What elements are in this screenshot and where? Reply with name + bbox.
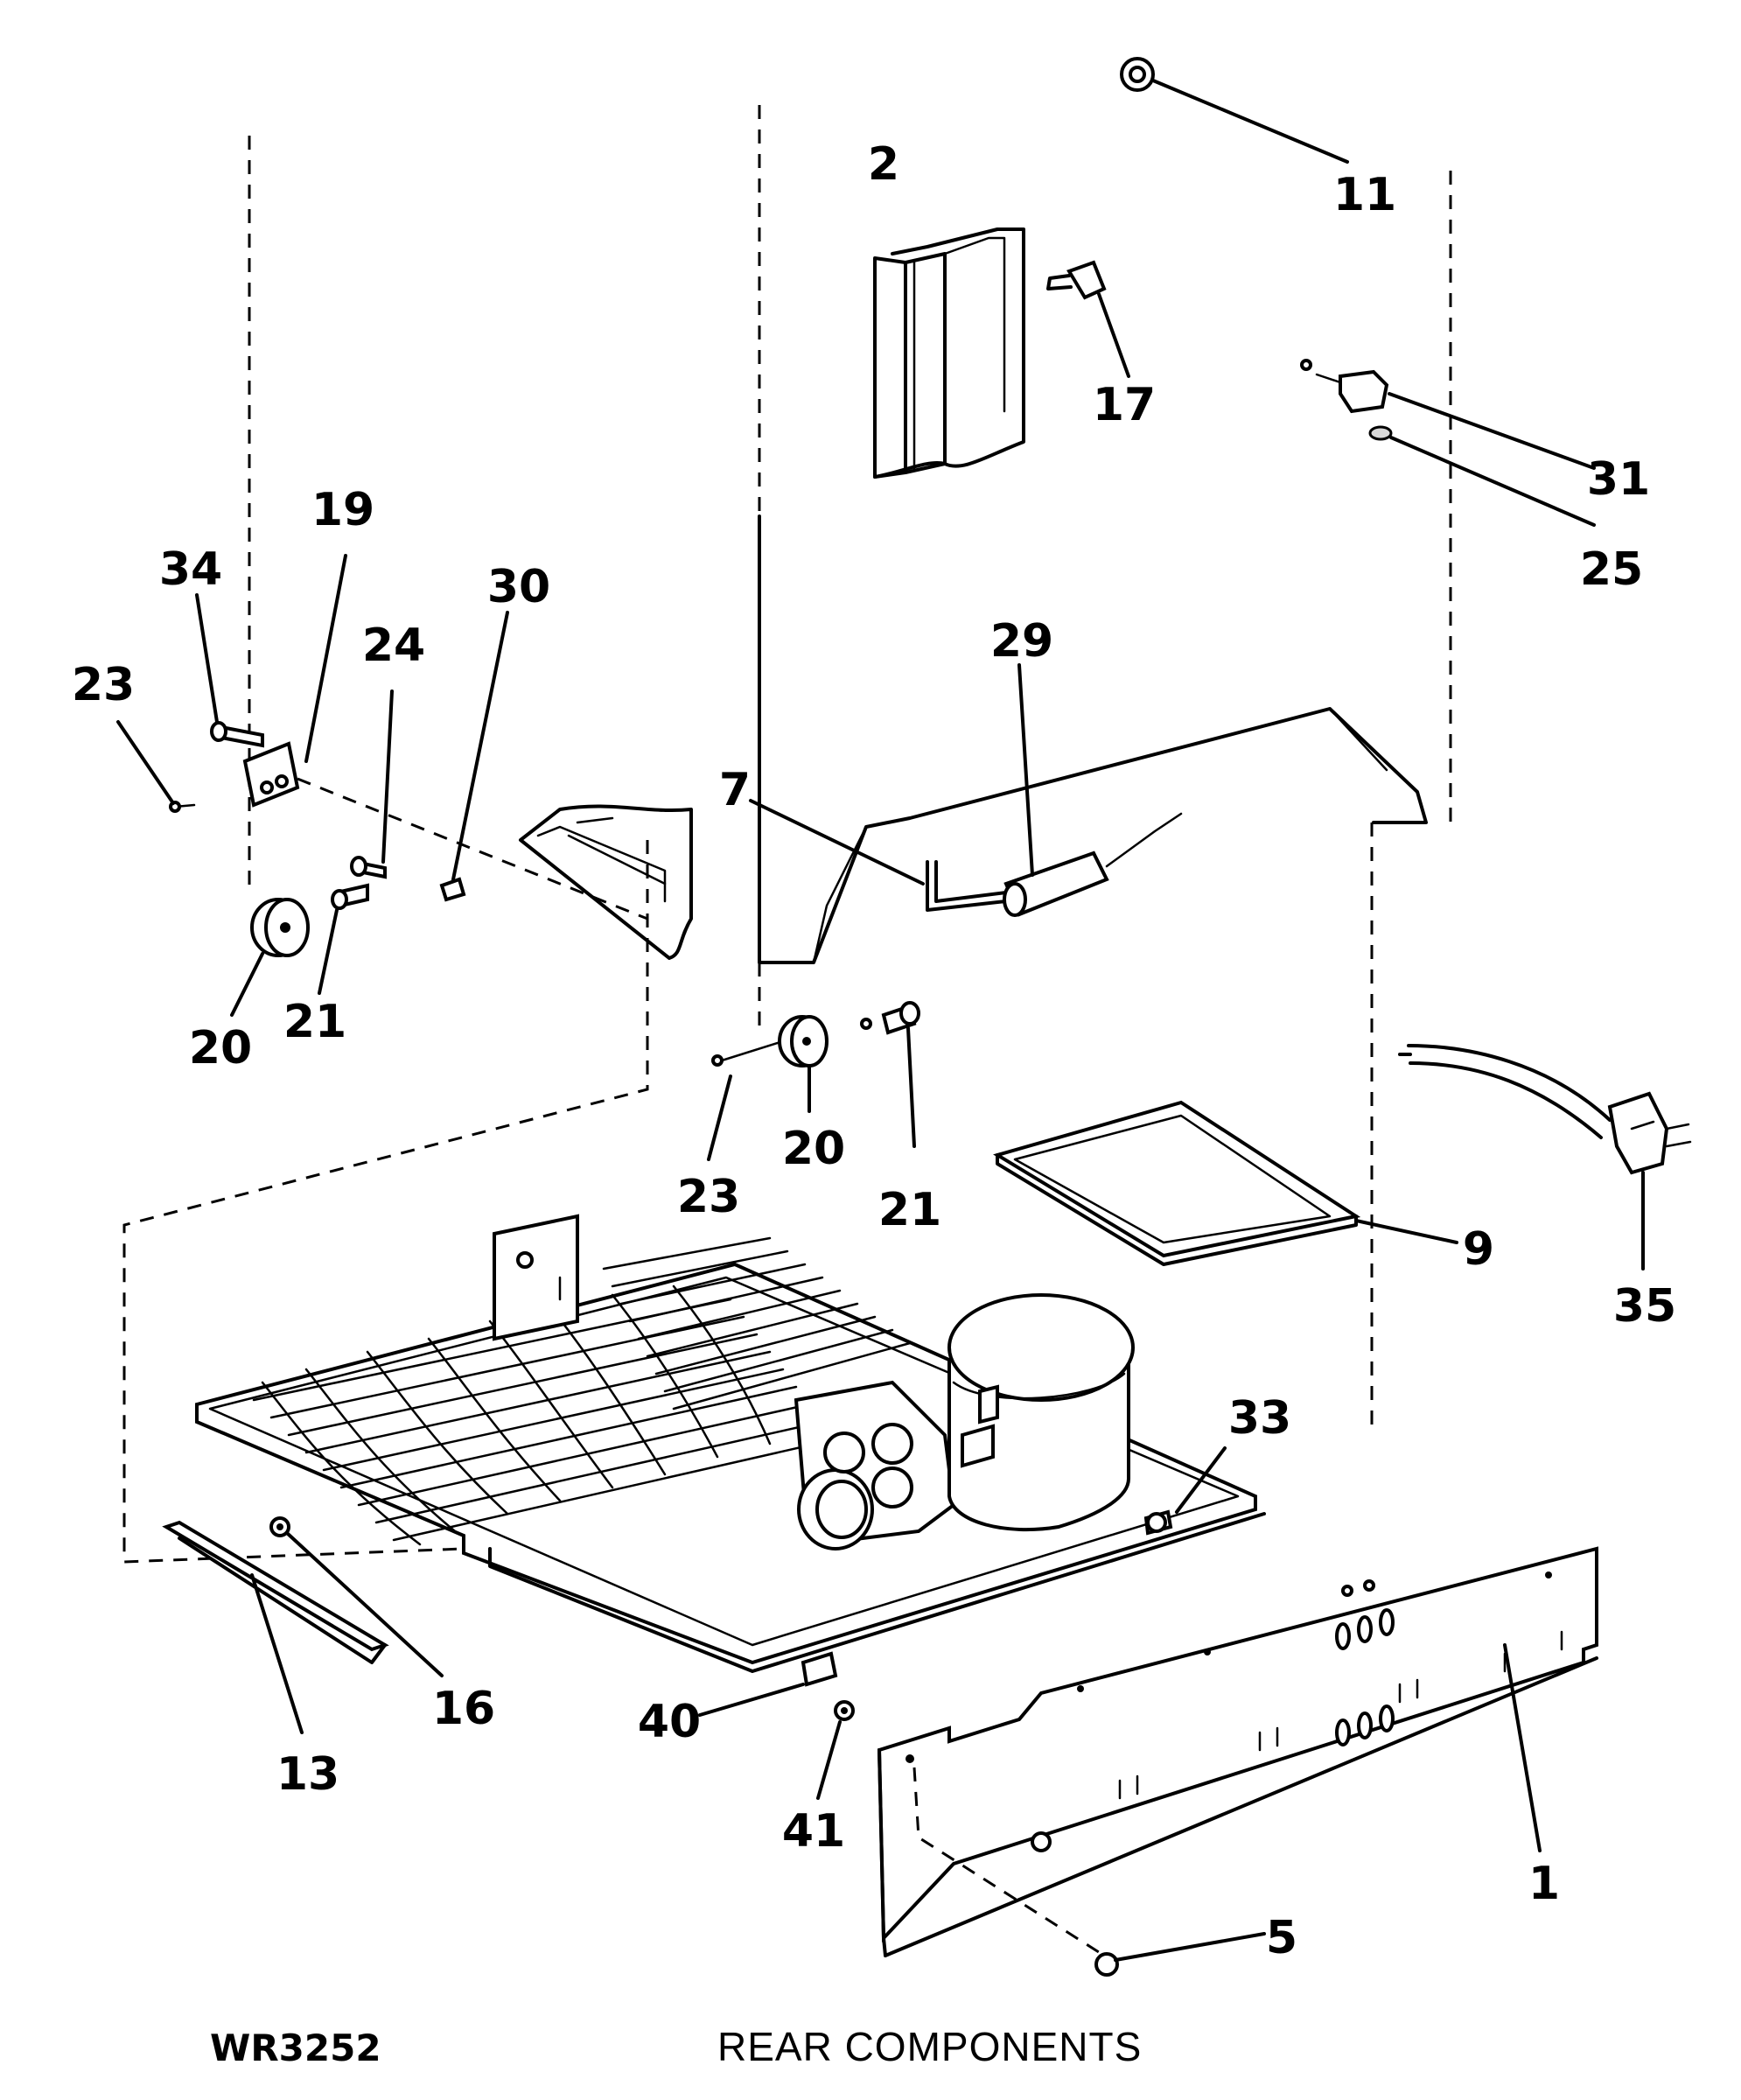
callout-16: 16 <box>432 1683 495 1735</box>
callout-7: 7 <box>719 764 751 816</box>
callout-9: 9 <box>1463 1223 1494 1276</box>
condenser-upper-coil <box>602 1236 912 1410</box>
part-31-knob <box>1300 359 1596 527</box>
callout-20-right: 20 <box>782 1123 845 1175</box>
callout-29: 29 <box>990 615 1053 668</box>
callout-31: 31 <box>1587 453 1650 506</box>
part-16-screw <box>269 1516 444 1677</box>
callout-11: 11 <box>1333 169 1396 221</box>
part-2-channel <box>873 228 1025 479</box>
right-roller-assembly <box>707 1001 920 1161</box>
part-9-drain-pan <box>993 1100 1458 1266</box>
callout-2: 2 <box>868 138 899 191</box>
part-13-bracket <box>162 1520 389 1734</box>
part-40-clip <box>698 1651 838 1717</box>
fan-bracket <box>493 1214 956 1550</box>
callout-24: 24 <box>362 620 425 672</box>
diagram-code: WR3252 <box>210 2026 381 2069</box>
callout-33: 33 <box>1228 1392 1291 1445</box>
callout-25: 25 <box>1580 543 1643 596</box>
part-35-power-cord <box>1398 1044 1692 1270</box>
part-33-connector <box>1143 1446 1227 1536</box>
callout-17: 17 <box>1093 379 1156 431</box>
callout-41: 41 <box>782 1805 845 1858</box>
left-bracket-assembly <box>116 554 648 1017</box>
callout-21-left: 21 <box>283 996 346 1048</box>
callout-35: 35 <box>1613 1280 1676 1333</box>
cabinet-outline <box>122 105 1452 1564</box>
part-5-screw <box>1094 1932 1266 1977</box>
condenser-coil <box>252 1284 837 1546</box>
part-41-screw <box>816 1700 855 1800</box>
callout-1: 1 <box>1528 1858 1560 1910</box>
callout-5: 5 <box>1266 1912 1297 1964</box>
compressor <box>947 1293 1135 1532</box>
part-17-screw <box>1046 260 1130 378</box>
callout-13: 13 <box>276 1748 339 1801</box>
callout-30: 30 <box>487 561 550 613</box>
cabinet-bottom-edge <box>758 514 1428 1032</box>
machine-compartment-base <box>195 1214 1266 1673</box>
callout-21-right: 21 <box>878 1184 941 1236</box>
part-1-rear-panel <box>877 1546 1598 1962</box>
part-11-grommet <box>1120 57 1349 164</box>
callout-labels: 2 11 17 31 25 19 34 30 24 23 29 7 20 21 … <box>72 138 1676 1964</box>
callout-23-right: 23 <box>677 1171 740 1223</box>
callout-19: 19 <box>311 484 374 536</box>
callout-34: 34 <box>159 543 222 596</box>
diagram-title: REAR COMPONENTS <box>717 2024 1142 2069</box>
cabinet-shelf-fragment <box>519 804 693 960</box>
callout-40: 40 <box>638 1696 701 1748</box>
callout-20-left: 20 <box>189 1022 252 1074</box>
callout-23-left: 23 <box>72 659 135 711</box>
part-29-tube <box>749 663 1183 917</box>
